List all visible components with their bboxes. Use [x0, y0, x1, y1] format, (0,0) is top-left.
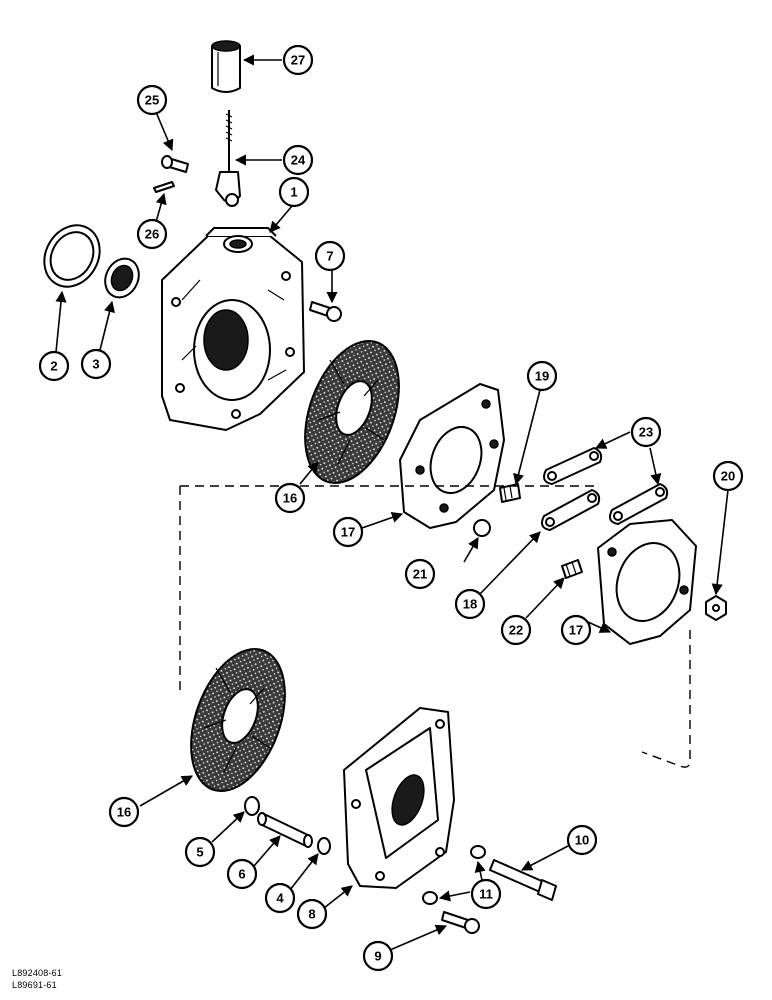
svg-text:8: 8 [308, 907, 315, 922]
callout-9: 9 [362, 940, 394, 972]
part-11-washer-lower [422, 891, 438, 905]
svg-text:17: 17 [569, 623, 583, 638]
svg-text:27: 27 [291, 53, 305, 68]
svg-text:16: 16 [117, 805, 131, 820]
callout-23: 23 [630, 416, 662, 448]
callout-17-upper: 17 [332, 516, 364, 548]
svg-text:16: 16 [283, 491, 297, 506]
callout-18: 18 [454, 588, 486, 620]
svg-text:19: 19 [535, 369, 549, 384]
part-10-bolt [489, 859, 557, 901]
part-6-shaft [257, 812, 313, 848]
part-23-link-right [609, 483, 669, 525]
part-7-bolt [309, 301, 342, 322]
svg-text:9: 9 [374, 949, 381, 964]
alignment-dashed-outline [179, 485, 691, 768]
part-17-actuator-plate-upper [399, 383, 505, 529]
part-3-seal [104, 257, 140, 299]
callout-6: 6 [226, 858, 258, 890]
callout-3: 3 [80, 348, 112, 380]
part-23-link-upper [543, 447, 603, 485]
callout-22: 22 [500, 614, 532, 646]
callout-11: 11 [470, 878, 502, 910]
reference-code-2: L89691-61 [12, 980, 57, 990]
svg-text:21: 21 [413, 567, 427, 582]
callout-7: 7 [314, 240, 346, 272]
svg-text:10: 10 [575, 833, 589, 848]
part-20-nut [705, 595, 727, 621]
svg-text:26: 26 [145, 227, 159, 242]
svg-text:25: 25 [145, 93, 159, 108]
svg-text:23: 23 [639, 425, 653, 440]
callout-8: 8 [296, 898, 328, 930]
callout-1: 1 [278, 176, 310, 208]
svg-text:17: 17 [341, 525, 355, 540]
callout-16-upper: 16 [274, 482, 306, 514]
svg-text:20: 20 [721, 469, 735, 484]
part-17-actuator-plate-lower [597, 519, 697, 645]
callout-21: 21 [404, 558, 436, 590]
svg-text:22: 22 [509, 623, 523, 638]
part-18-link [541, 489, 601, 531]
callout-25: 25 [136, 84, 168, 116]
callout-17-lower: 17 [560, 614, 592, 646]
svg-text:11: 11 [479, 887, 493, 902]
svg-text:4: 4 [276, 891, 284, 906]
svg-text:7: 7 [326, 249, 333, 264]
part-22-spring-fitting [561, 559, 583, 579]
part-11-washer-upper [470, 845, 486, 859]
part-9-bolt [441, 911, 480, 934]
svg-text:6: 6 [238, 867, 245, 882]
callout-24: 24 [282, 144, 314, 176]
part-25-pin [161, 155, 189, 173]
part-24-rod-clevis [215, 110, 241, 207]
part-5-ring [244, 796, 260, 816]
callout-19: 19 [526, 360, 558, 392]
part-4-ring [317, 837, 331, 855]
callout-5: 5 [184, 836, 216, 868]
callout-10: 10 [566, 824, 598, 856]
callout-4: 4 [264, 882, 296, 914]
svg-text:5: 5 [196, 845, 203, 860]
part-27-bushing [211, 40, 241, 93]
part-26-cotter-pin [153, 181, 175, 193]
part-8-cover-plate [343, 707, 455, 889]
callout-2: 2 [38, 350, 70, 382]
svg-text:1: 1 [290, 185, 297, 200]
svg-text:18: 18 [463, 597, 477, 612]
part-2-seal-ring [43, 224, 101, 288]
leader-lines [55, 54, 729, 951]
part-16-friction-disc-upper [304, 339, 400, 485]
part-21-ball [473, 519, 491, 537]
callout-16-lower: 16 [108, 796, 140, 828]
reference-code-1: L892408-61 [12, 968, 63, 978]
part-16-friction-disc-lower [190, 647, 286, 793]
callout-20: 20 [712, 460, 744, 492]
callout-27: 27 [282, 44, 314, 76]
svg-text:3: 3 [92, 357, 99, 372]
svg-text:24: 24 [291, 153, 306, 168]
part-1-brake-housing [161, 227, 305, 431]
callout-26: 26 [136, 218, 168, 250]
svg-text:2: 2 [50, 359, 57, 374]
